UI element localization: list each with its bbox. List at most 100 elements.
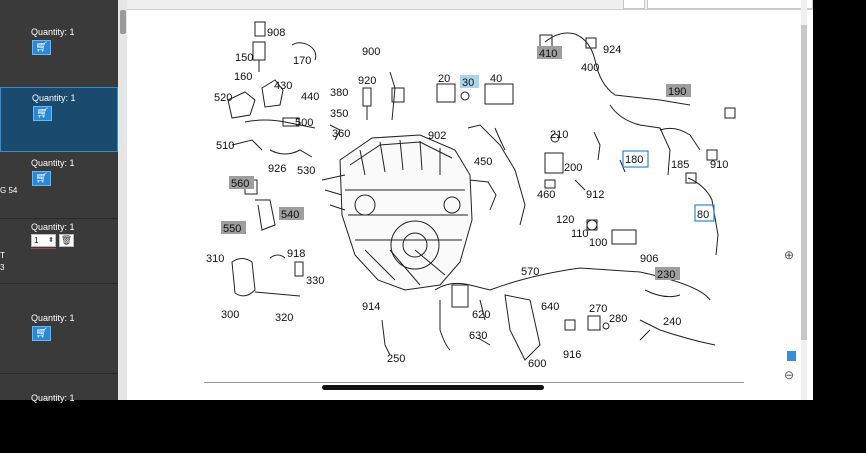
cart-row: Quantity: 1 1⬍ 🗑︎ T 3 xyxy=(0,218,118,284)
viewer-bottom-border xyxy=(204,382,744,383)
part-number-360[interactable]: 360 xyxy=(332,128,350,140)
part-number-120[interactable]: 120 xyxy=(556,214,574,226)
part-number-200[interactable]: 200 xyxy=(564,162,582,174)
part-number-40[interactable]: 40 xyxy=(490,73,502,85)
part-description-fragment: T xyxy=(0,251,5,260)
part-number-280[interactable]: 280 xyxy=(609,313,627,325)
cart-row: Quantity: 1 🛒︎ G 54 xyxy=(0,153,118,219)
part-number-918[interactable]: 918 xyxy=(287,248,305,260)
part-number-920[interactable]: 920 xyxy=(358,75,376,87)
quantity-label: Quantity: 1 xyxy=(31,313,75,323)
part-number-910[interactable]: 910 xyxy=(710,159,728,171)
part-number-380[interactable]: 380 xyxy=(330,87,348,99)
part-number-902[interactable]: 902 xyxy=(428,130,446,142)
quantity-label: Quantity: 1 xyxy=(31,27,75,37)
part-number-190[interactable]: 190 xyxy=(668,86,686,98)
quantity-label: Quantity: 1 xyxy=(31,393,75,403)
cart-row: Quantity: 1 🛒︎ xyxy=(0,22,118,88)
quantity-label: Quantity: 1 xyxy=(31,158,75,168)
sidebar-scroll-thumb[interactable] xyxy=(120,10,126,34)
part-number-620[interactable]: 620 xyxy=(472,309,490,321)
part-number-270[interactable]: 270 xyxy=(589,303,607,315)
part-number-924[interactable]: 924 xyxy=(603,44,621,56)
part-number-400[interactable]: 400 xyxy=(581,62,599,74)
part-number-560[interactable]: 560 xyxy=(231,178,249,190)
part-number-450[interactable]: 450 xyxy=(474,156,492,168)
part-number-300[interactable]: 300 xyxy=(221,309,239,321)
part-number-30[interactable]: 30 xyxy=(462,77,474,89)
zoom-in-icon[interactable]: ⊕ xyxy=(784,248,795,262)
parts-diagram: 908 150 170 900 160 430 380 920 20 30 40 410 924 400 5… xyxy=(206,21,736,370)
part-number-916[interactable]: 916 xyxy=(563,349,581,361)
zoom-slider-handle[interactable] xyxy=(787,351,796,361)
quantity-stepper[interactable]: 1⬍ xyxy=(31,234,56,247)
part-number-430[interactable]: 430 xyxy=(274,80,292,92)
part-number-912[interactable]: 912 xyxy=(586,189,604,201)
trash-icon: 🗑︎ xyxy=(60,235,73,245)
part-number-510[interactable]: 510 xyxy=(216,140,234,152)
home-indicator xyxy=(322,385,544,390)
part-number-185[interactable]: 185 xyxy=(671,159,689,171)
cart-icon: 🛒︎ xyxy=(36,108,49,119)
viewer-scroll-thumb[interactable] xyxy=(801,25,807,340)
cart-row-selected[interactable]: Quantity: 1 🛒︎ xyxy=(0,87,118,152)
part-number-926[interactable]: 926 xyxy=(268,163,286,175)
cart-icon: 🛒︎ xyxy=(35,328,48,339)
cart-icon: 🛒︎ xyxy=(35,173,48,184)
toolbar-field[interactable] xyxy=(647,0,813,9)
part-number-180[interactable]: 180 xyxy=(625,154,643,166)
part-description-fragment: G 54 xyxy=(0,186,18,195)
part-number-410[interactable]: 410 xyxy=(539,48,557,60)
quantity-value: 1 xyxy=(34,236,39,245)
part-number-500[interactable]: 500 xyxy=(295,117,313,129)
viewer-toolbar xyxy=(127,0,813,10)
part-number-600[interactable]: 600 xyxy=(528,358,546,370)
input-underline xyxy=(31,248,56,249)
sidebar-scrollbar[interactable] xyxy=(118,0,127,400)
part-number-570[interactable]: 570 xyxy=(521,266,539,278)
part-number-640[interactable]: 640 xyxy=(541,301,559,313)
part-number-160[interactable]: 160 xyxy=(234,71,252,83)
engine-block xyxy=(321,134,497,291)
add-to-cart-button[interactable]: 🛒︎ xyxy=(32,40,51,55)
part-number-210[interactable]: 210 xyxy=(550,129,568,141)
part-number-110[interactable]: 110 xyxy=(571,228,589,240)
add-to-cart-button[interactable]: 🛒︎ xyxy=(33,106,52,121)
part-number-20[interactable]: 20 xyxy=(438,73,450,85)
quantity-label: Quantity: 1 xyxy=(31,222,75,232)
cart-row: Quantity: 1 xyxy=(0,388,118,453)
zoom-out-icon[interactable]: ⊖ xyxy=(784,368,795,382)
toolbar-button[interactable] xyxy=(623,0,645,9)
parts-cart-sidebar: Quantity: 1 🛒︎ Quantity: 1 🛒︎ Quantity: … xyxy=(0,0,118,403)
sensor-part-908 xyxy=(254,21,266,37)
part-number-914[interactable]: 914 xyxy=(362,301,380,313)
part-number-250[interactable]: 250 xyxy=(387,353,405,365)
part-number-310[interactable]: 310 xyxy=(206,253,224,265)
part-number-900[interactable]: 900 xyxy=(362,46,380,58)
cart-row: Quantity: 1 🛒︎ xyxy=(0,308,118,374)
part-number-550[interactable]: 550 xyxy=(223,223,241,235)
part-number-170[interactable]: 170 xyxy=(293,55,311,67)
delete-button[interactable]: 🗑︎ xyxy=(59,234,74,247)
part-number-350[interactable]: 350 xyxy=(330,108,348,120)
part-number-230[interactable]: 230 xyxy=(657,269,675,281)
part-number-320[interactable]: 320 xyxy=(275,312,293,324)
part-number-460[interactable]: 460 xyxy=(537,189,555,201)
part-number-530[interactable]: 530 xyxy=(297,165,315,177)
add-to-cart-button[interactable]: 🛒︎ xyxy=(32,171,51,186)
part-number-908[interactable]: 908 xyxy=(267,27,285,39)
part-number-440[interactable]: 440 xyxy=(301,91,319,103)
part-number-630[interactable]: 630 xyxy=(469,330,487,342)
part-number-150[interactable]: 150 xyxy=(235,52,253,64)
part-number-80[interactable]: 80 xyxy=(697,209,709,221)
part-number-240[interactable]: 240 xyxy=(663,316,681,328)
part-number-520[interactable]: 520 xyxy=(214,92,232,104)
screen-edge xyxy=(813,0,866,400)
stepper-arrows-icon[interactable]: ⬍ xyxy=(48,237,54,244)
part-number-330[interactable]: 330 xyxy=(306,275,324,287)
part-number-906[interactable]: 906 xyxy=(640,253,658,265)
add-to-cart-button[interactable]: 🛒︎ xyxy=(32,326,51,341)
part-description-fragment: 3 xyxy=(0,263,5,272)
part-number-540[interactable]: 540 xyxy=(281,209,299,221)
part-number-100[interactable]: 100 xyxy=(589,237,607,249)
